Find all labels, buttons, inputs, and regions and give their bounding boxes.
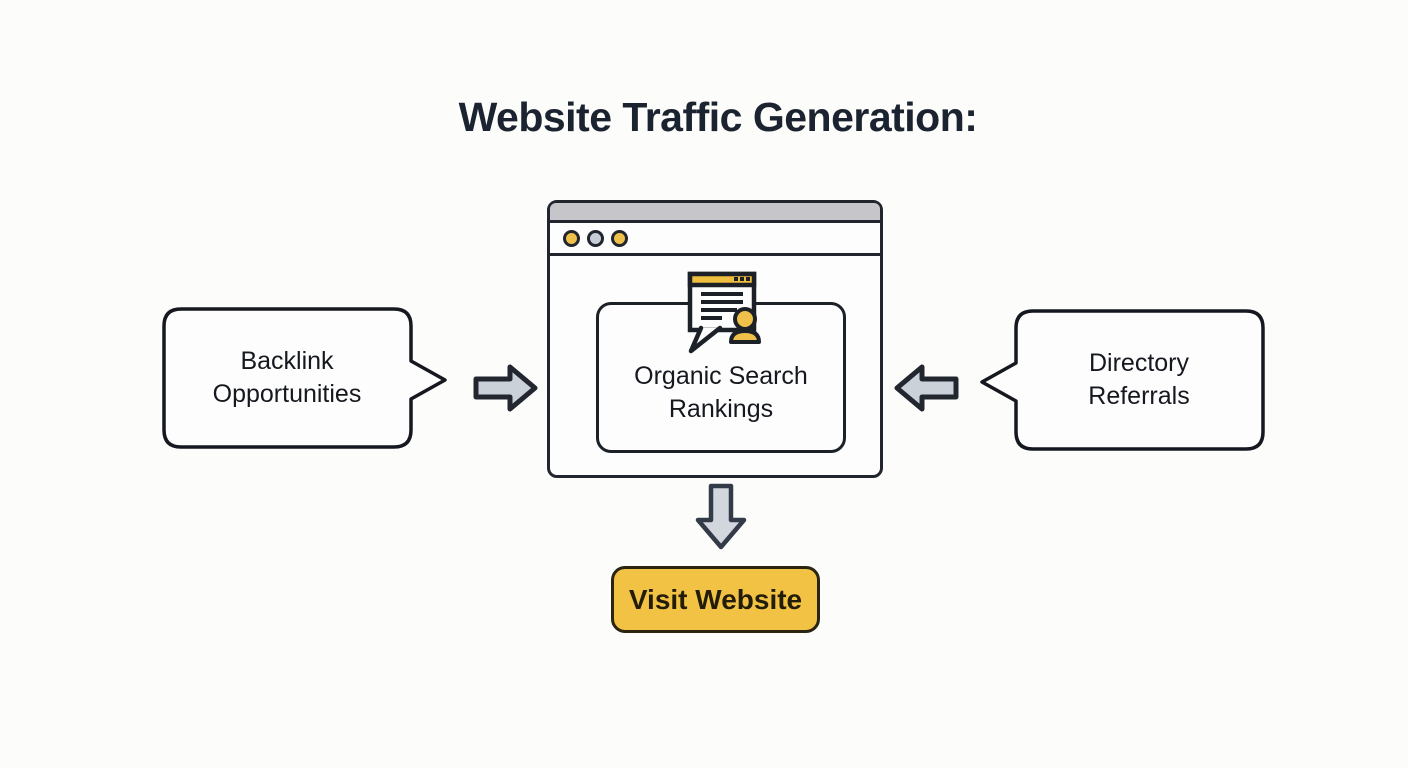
directory-bubble-label: Directory Referrals <box>1088 349 1190 410</box>
backlink-bubble-shape <box>162 307 447 449</box>
visit-website-label: Visit Website <box>628 583 803 615</box>
browser-titlebar <box>550 203 880 223</box>
arrow-down-icon <box>695 483 747 550</box>
backlink-bubble-label: Backlink Opportunities <box>212 347 362 408</box>
visit-website-button[interactable]: Visit Website <box>611 566 820 633</box>
window-control-dot <box>611 229 628 247</box>
arrow-right-icon <box>473 364 538 412</box>
browser-toolbar <box>550 223 880 256</box>
search-result-with-person-icon <box>687 271 761 354</box>
organic-search-label: Organic Search Rankings <box>634 362 808 423</box>
page-title: Website Traffic Generation: <box>458 94 978 140</box>
directory-bubble-shape <box>980 309 1265 451</box>
window-control-dot <box>563 229 580 247</box>
arrow-left-icon <box>894 364 959 412</box>
window-control-dot <box>587 229 604 247</box>
